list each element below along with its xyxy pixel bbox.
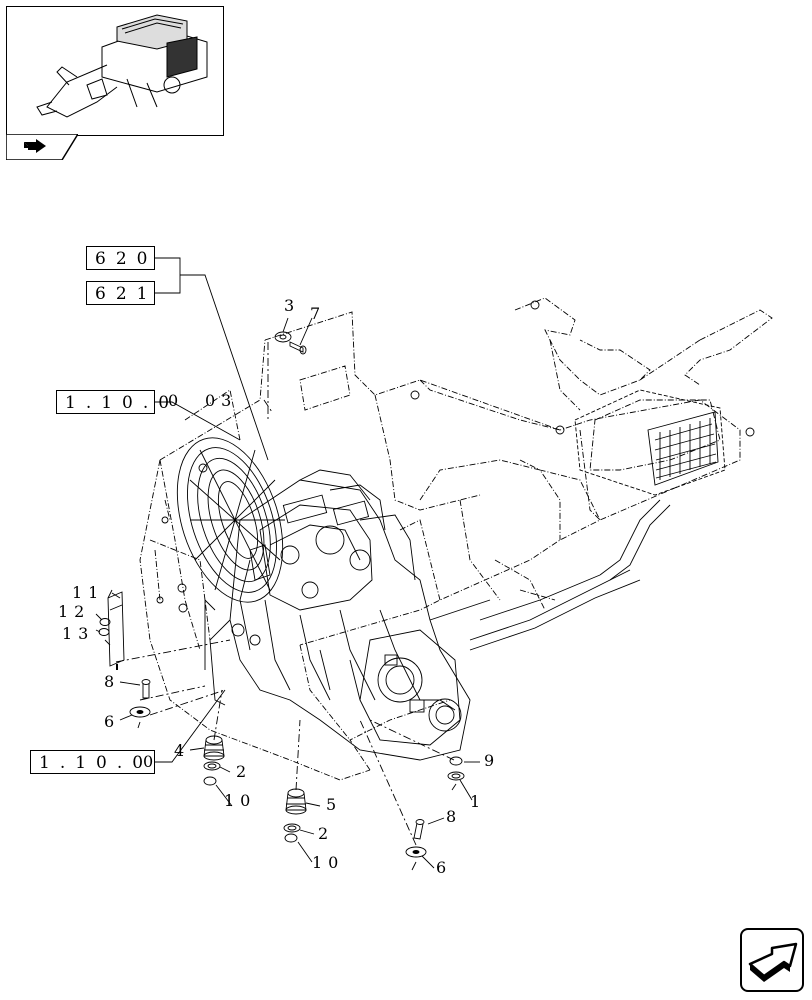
washer-part-12 [99,618,111,626]
callout-11: 11 [72,583,105,602]
callout-1: 1 [470,792,487,811]
ref-suffix-upper-0: 0 [168,391,185,410]
callout-6-right: 6 [436,858,453,877]
callout-2-left: 2 [236,762,253,781]
mount-part-5 [285,788,307,815]
bolt-part-8-right [413,819,425,840]
ref-box-620[interactable]: 620 [86,246,155,270]
callout-6-left: 6 [104,712,121,731]
callout-5: 5 [326,795,343,814]
next-page-arrow-icon [748,942,798,982]
ref-box-1-10-0-upper[interactable]: 1.10.0 [56,390,169,414]
arrow-back-icon [24,139,46,153]
callout-7: 7 [310,304,327,323]
ref-suffix-upper: 03 [205,391,238,410]
callout-3: 3 [284,296,301,315]
washer-part-2-left [203,761,221,771]
thumbnail-frame[interactable] [6,6,224,136]
washer-part-1 [447,771,465,781]
nut-part-13 [98,628,110,636]
hoses [429,499,671,651]
bracket-part-11 [107,589,125,667]
washer-part-2-right [283,823,301,833]
fan-grille [176,437,285,603]
nut-part-10-right [284,833,298,843]
callout-9: 9 [484,751,501,770]
ref-box-1-10-0-lower[interactable]: 1.10.0 [30,750,155,774]
chassis-frame [139,311,741,781]
callout-2-right: 2 [318,824,335,843]
callout-13: 13 [62,624,95,643]
hydraulic-pump [359,629,462,746]
nut-part-10-left [203,776,217,786]
callout-10-left: 10 [224,791,257,810]
bolt-part-8-left [141,679,151,699]
callout-4: 4 [174,741,191,760]
callout-10-right: 10 [312,853,345,872]
washer-part-6-left [129,706,151,718]
callout-8-left: 8 [104,672,121,691]
ref-suffix-lower: 0 [143,752,160,771]
cooler-unit [574,389,726,496]
nut-part-9 [449,756,463,766]
next-page-button[interactable] [740,928,804,992]
washer-part-3 [274,331,292,343]
washer-part-6-right [405,846,427,858]
tractor-thumbnail-icon [36,14,208,118]
mount-part-4 [203,735,225,761]
callout-8-right: 8 [446,807,463,826]
engine-block [204,469,471,761]
bolt-part-7 [289,341,307,355]
ref-box-621[interactable]: 621 [86,281,155,305]
nav-tab[interactable] [6,134,78,160]
lift-arm [514,297,773,411]
callout-12: 12 [58,602,91,621]
